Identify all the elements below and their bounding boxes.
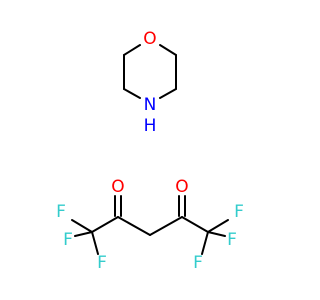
hexafluoro-pentanedione-molecule: O O F F F F F F — [56, 177, 244, 273]
morpholine-oxygen-label: O — [143, 29, 156, 49]
diagram-background — [0, 0, 300, 300]
right-fluorine-bottom-label: F — [193, 253, 203, 273]
morpholine-molecule: O N H — [123, 29, 177, 136]
left-cf3-fluorine-left-bond — [74, 231, 93, 237]
right-fluorine-middle-label: F — [227, 230, 237, 250]
right-cf3-fluorine-bottom-bond — [201, 231, 209, 255]
left-carbonyl-carbon-to-methylene-bond — [117, 216, 151, 236]
right-carbonyl-carbon-to-right-carbon-bond — [181, 216, 209, 233]
morpholine-bond-c4-n — [159, 88, 177, 99]
morpholine-nitrogen-label: N — [144, 95, 157, 115]
methylene-to-right-carbonyl-carbon-bond — [149, 216, 183, 236]
right-carbonyl-oxygen-label: O — [175, 177, 188, 197]
right-cf3-fluorine-top-bond — [207, 219, 229, 233]
morpholine-bond-c2-o — [123, 44, 141, 56]
morpholine-hydrogen-label: H — [144, 116, 157, 136]
morpholine-bond-n-c1 — [123, 88, 141, 99]
left-carbon-to-left-carbonyl-carbon-bond — [91, 216, 119, 233]
right-cf3-fluorine-right-bond — [207, 231, 226, 237]
chemical-structure-diagram: O N H O O F F F F F F — [0, 0, 300, 300]
left-cf3-fluorine-top-bond — [71, 219, 93, 233]
left-fluorine-middle-label: F — [63, 230, 73, 250]
left-carbonyl-oxygen-label: O — [111, 177, 124, 197]
right-fluorine-top-label: F — [234, 202, 244, 222]
left-cf3-fluorine-bottom-bond — [91, 231, 99, 255]
left-fluorine-bottom-label: F — [97, 253, 107, 273]
morpholine-bond-o-c3 — [159, 44, 177, 56]
left-fluorine-top-label: F — [56, 202, 66, 222]
